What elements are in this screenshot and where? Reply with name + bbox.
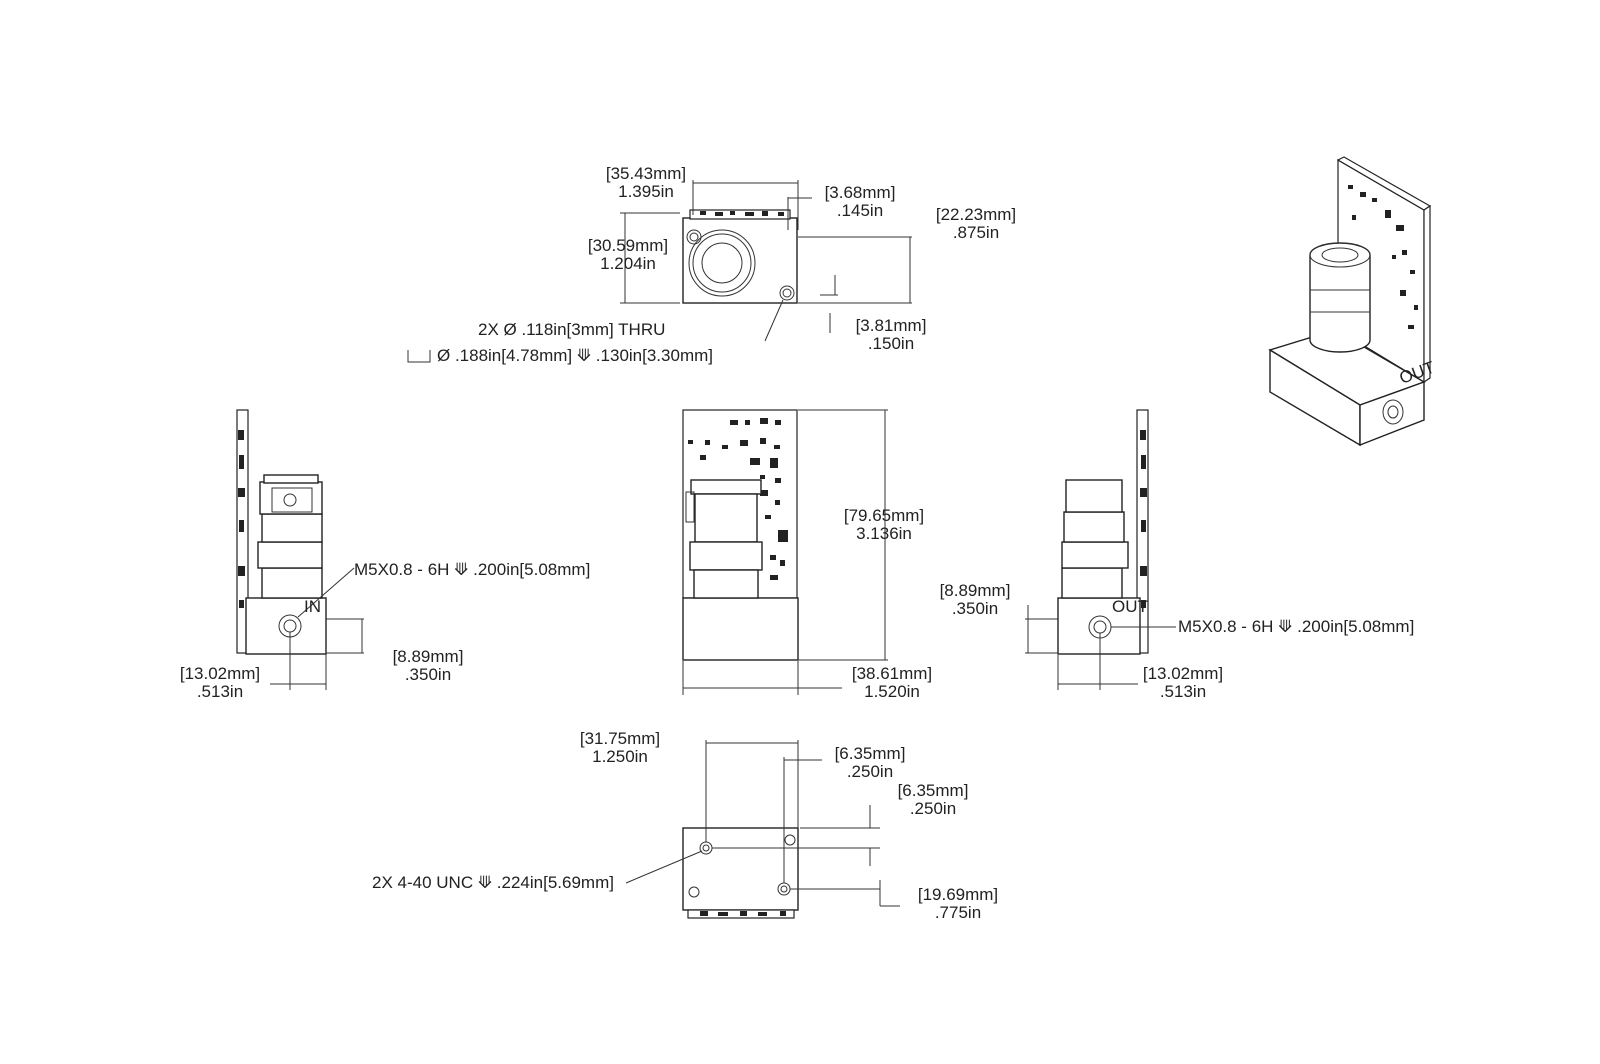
right-view-block (1057, 597, 1141, 655)
right-port-label: OUT (1112, 597, 1148, 616)
top-hole-height-mm: [22.23mm] (936, 205, 1016, 224)
left-port-offset-inch: .513in (197, 682, 243, 701)
iso-block-side (1359, 381, 1425, 447)
top-depth-mm: [30.59mm] (588, 236, 668, 255)
top-offset-inch: .145in (837, 201, 883, 220)
counterbore-symbol (407, 350, 431, 363)
right-thread-callout: M5X0.8 - 6H ⟱ .200in[5.08mm] (1178, 617, 1414, 636)
bottom-view (625, 740, 900, 919)
bottom-spacing-x-mm: [31.75mm] (580, 729, 660, 748)
right-port-offset-inch: .513in (1160, 682, 1206, 701)
top-width-inch: 1.395in (618, 182, 674, 201)
right-port-height-mm: [8.89mm] (940, 581, 1011, 600)
bottom-offset-right-mm: [6.35mm] (835, 744, 906, 763)
front-width-mm: [38.61mm] (852, 664, 932, 683)
top-view-mount-hole-2 (779, 285, 795, 301)
top-view-mount-hole-1 (686, 229, 702, 245)
top-depth-inch: 1.204in (600, 254, 656, 273)
left-port-label: IN (304, 597, 321, 616)
top-hole-bottom-inch: .150in (868, 334, 914, 353)
right-port-offset-mm: [13.02mm] (1143, 664, 1223, 683)
left-view (236, 409, 364, 690)
top-hole-callout-2: Ø .188in[4.78mm] ⟱ .130in[3.30mm] (437, 346, 713, 365)
right-view (1025, 409, 1176, 690)
top-view (620, 180, 912, 342)
right-port-height-inch: .350in (952, 599, 998, 618)
left-port-offset-mm: [13.02mm] (180, 664, 260, 683)
left-thread-callout: M5X0.8 - 6H ⟱ .200in[5.08mm] (354, 560, 590, 579)
top-hole-bottom-mm: [3.81mm] (856, 316, 927, 335)
top-view-fitting-inner (701, 242, 743, 284)
top-hole-height-inch: .875in (953, 223, 999, 242)
left-port-height-inch: .350in (405, 665, 451, 684)
iso-fitting (1309, 242, 1371, 353)
bottom-offset-top-mm: [6.35mm] (898, 781, 969, 800)
bottom-view-block (682, 827, 799, 911)
isometric-view (1268, 156, 1432, 447)
front-height-mm: [79.65mm] (844, 506, 924, 525)
top-view-fitting-outer (688, 229, 756, 297)
iso-port (1382, 399, 1404, 425)
front-view-block (682, 597, 799, 661)
front-height-inch: 3.136in (856, 524, 912, 543)
front-width-inch: 1.520in (864, 682, 920, 701)
bottom-spacing-x-inch: 1.250in (592, 747, 648, 766)
bottom-spacing-y-mm: [19.69mm] (918, 885, 998, 904)
top-view-pcb (689, 209, 791, 220)
left-port-height-mm: [8.89mm] (393, 647, 464, 666)
bottom-thread-callout: 2X 4-40 UNC ⟱ .224in[5.69mm] (372, 873, 614, 892)
top-hole-callout-1: 2X Ø .118in[3mm] THRU (478, 320, 665, 339)
front-view (682, 409, 888, 695)
bottom-offset-top-inch: .250in (910, 799, 956, 818)
top-offset-mm: [3.68mm] (825, 183, 896, 202)
bottom-offset-right-inch: .250in (847, 762, 893, 781)
bottom-spacing-y-inch: .775in (935, 903, 981, 922)
top-width-mm: [35.43mm] (606, 164, 686, 183)
